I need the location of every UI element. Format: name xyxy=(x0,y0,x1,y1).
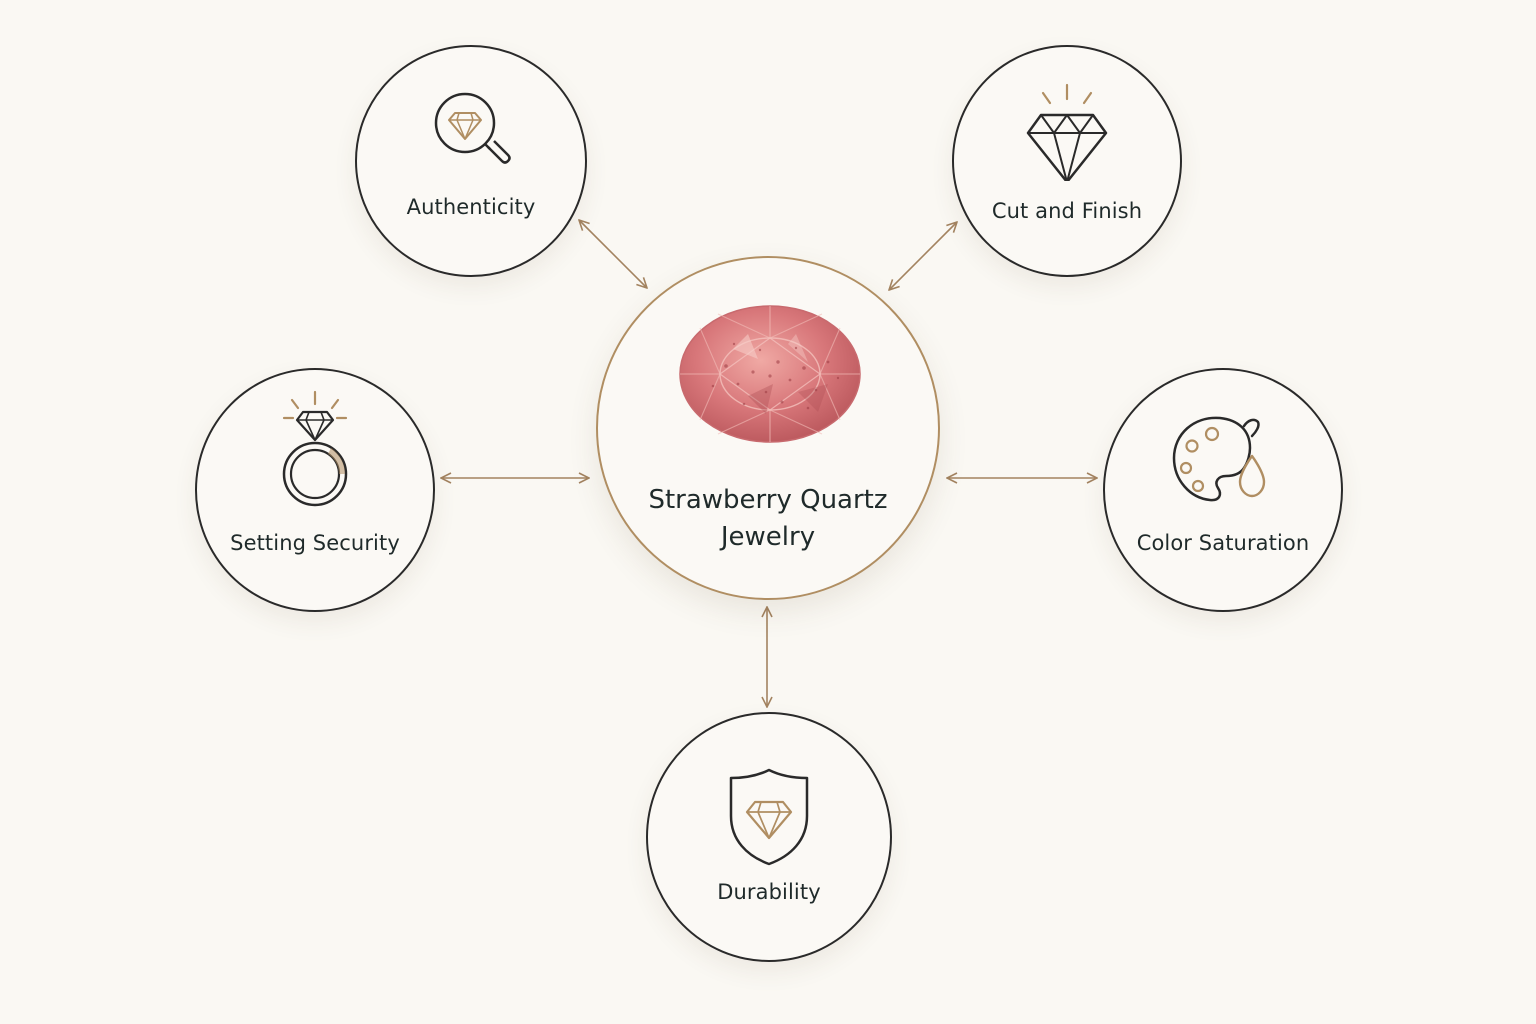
diamond-ring-icon xyxy=(197,388,433,512)
strawberry-quartz-gem xyxy=(678,304,862,449)
node-setting-security: Setting Security xyxy=(195,368,435,612)
diamond-magnifier-icon xyxy=(357,81,585,181)
node-cut-finish: Cut and Finish xyxy=(952,45,1182,277)
center-title-line2: Jewelry xyxy=(720,522,816,552)
node-authenticity: Authenticity xyxy=(355,45,587,277)
node-label-color-saturation: Color Saturation xyxy=(1136,531,1310,555)
center-title: Strawberry Quartz Jewelry xyxy=(598,482,938,556)
center-node: Strawberry Quartz Jewelry xyxy=(596,256,940,600)
node-label-cut-finish: Cut and Finish xyxy=(991,199,1143,223)
center-title-line1: Strawberry Quartz xyxy=(648,485,888,515)
node-label-authenticity: Authenticity xyxy=(406,195,536,219)
sparkling-diamond-icon xyxy=(954,81,1180,181)
shield-diamond-icon xyxy=(648,766,890,868)
arrow-cut-finish xyxy=(889,222,957,290)
node-label-durability: Durability xyxy=(717,880,821,904)
node-durability: Durability xyxy=(646,712,892,962)
node-color-saturation: Color Saturation xyxy=(1103,368,1343,612)
arrow-authenticity xyxy=(579,220,647,288)
palette-drop-icon xyxy=(1105,412,1341,512)
node-label-setting-security: Setting Security xyxy=(230,531,400,555)
